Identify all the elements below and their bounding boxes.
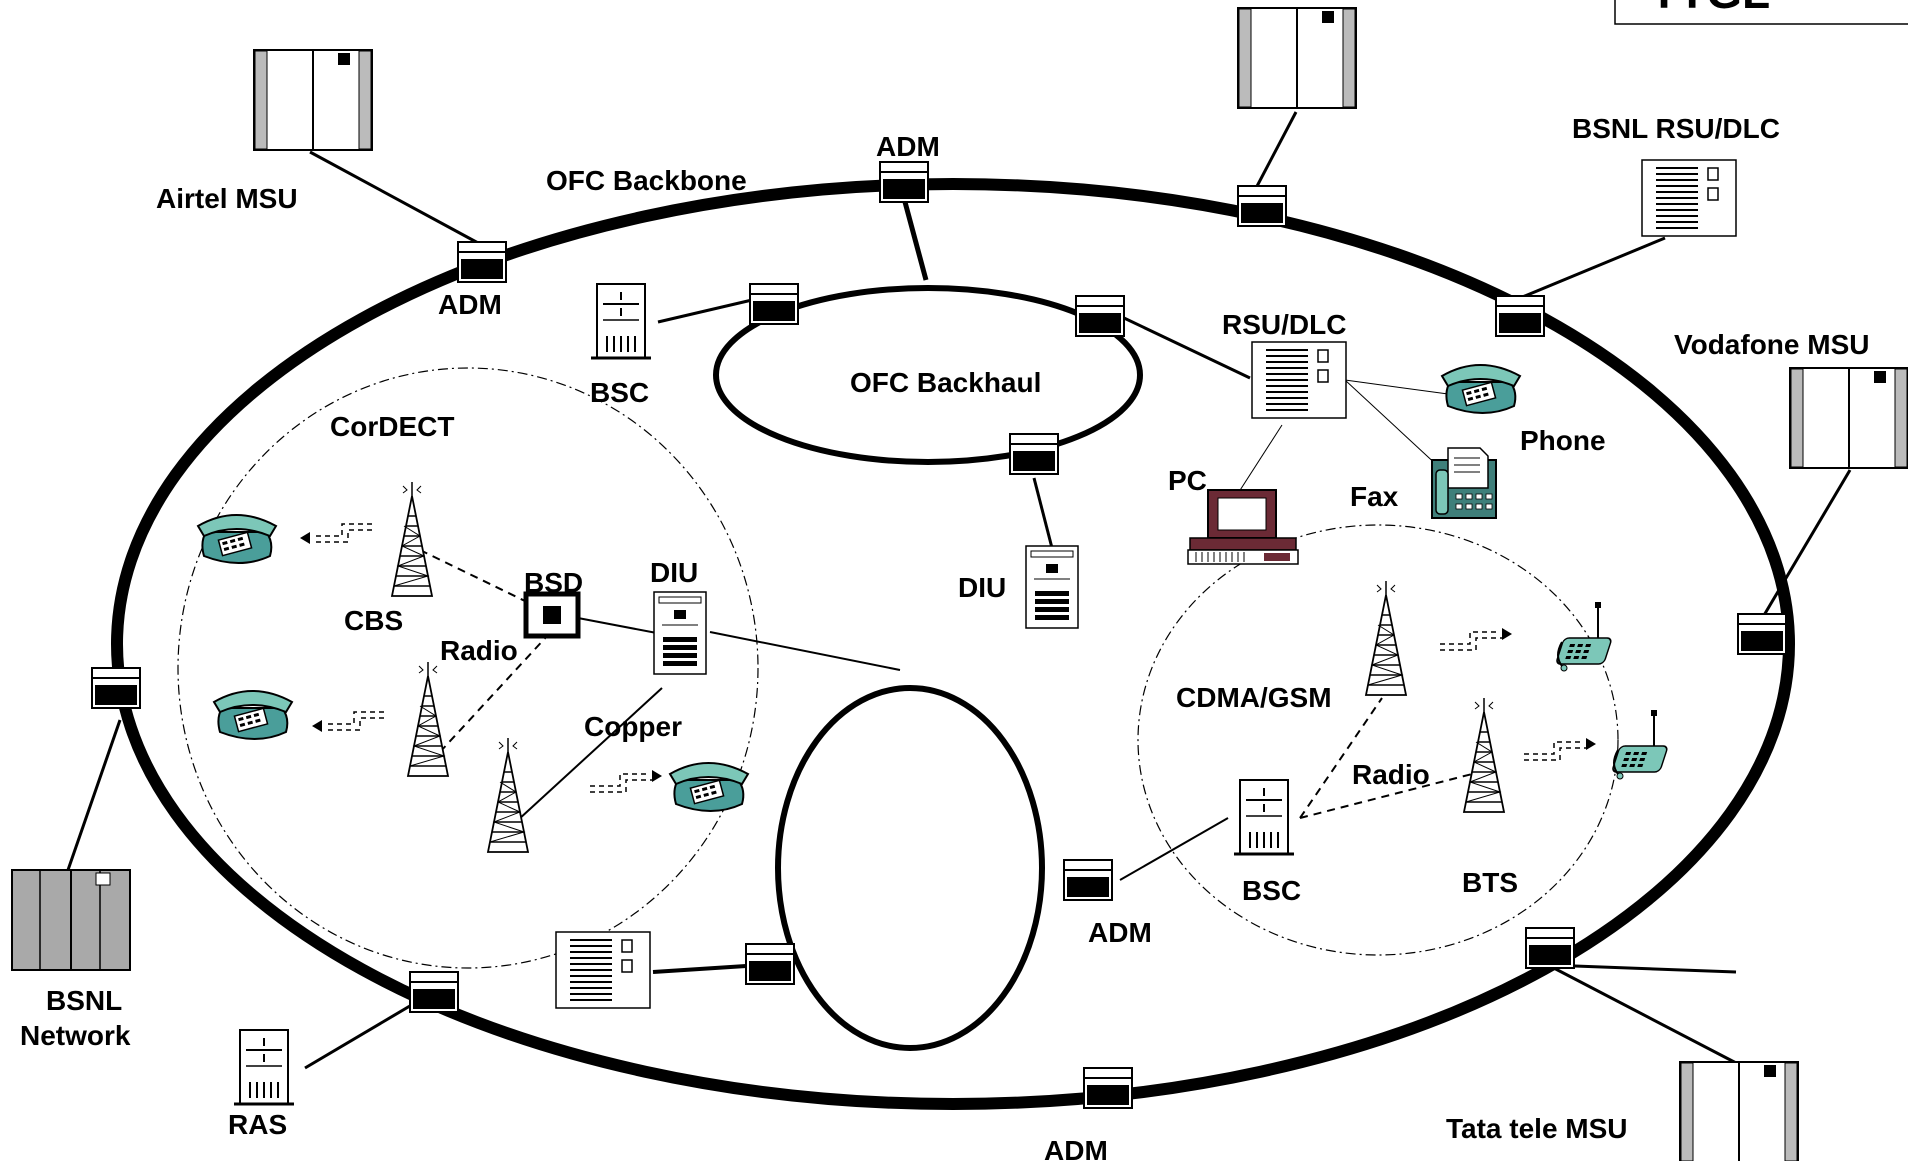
adm-backbone-right-bottom bbox=[1525, 927, 1575, 969]
cordect-phone-3 bbox=[669, 762, 749, 812]
bsnl-network-label-line1: BSNL bbox=[46, 985, 122, 1016]
ras-label: RAS bbox=[228, 1109, 287, 1140]
fax-label: Fax bbox=[1350, 481, 1399, 512]
adm-backhaul-left bbox=[749, 283, 799, 325]
cbs-tower-middle bbox=[407, 661, 449, 777]
fax-icon bbox=[1431, 447, 1497, 519]
bsc-cdma-gsm bbox=[1232, 778, 1296, 856]
rsu-phone bbox=[1441, 364, 1521, 414]
adm-inner-ring-left bbox=[745, 943, 795, 985]
adm-top-label: ADM bbox=[876, 131, 940, 162]
gsm-phone-2 bbox=[1610, 709, 1670, 780]
diu-cabinet-cordect bbox=[653, 591, 707, 675]
rsu-dlc-rack-bottom bbox=[555, 931, 651, 1009]
adm-bottom-label: ADM bbox=[1044, 1135, 1108, 1161]
pc-label: PC bbox=[1168, 465, 1207, 496]
labels: OFC Backbone OFC Backhaul CorDECT CDMA/G… bbox=[20, 113, 1869, 1161]
tata-tele-msu-label: Tata tele MSU bbox=[1446, 1113, 1628, 1144]
ofc-backhaul-label: OFC Backhaul bbox=[850, 367, 1041, 398]
inner-ring bbox=[775, 685, 1045, 1051]
svg-text:TTGL: TTGL bbox=[1650, 0, 1770, 18]
bsnl-rsu-dlc-rack bbox=[1641, 159, 1737, 237]
vodafone-msu-label: Vodafone MSU bbox=[1674, 329, 1869, 360]
bts-tower bbox=[1463, 697, 1505, 813]
cbs-tower-top bbox=[391, 481, 433, 597]
ras-unit bbox=[232, 1028, 296, 1106]
bsc-backhaul bbox=[589, 282, 653, 360]
copper-label: Copper bbox=[584, 711, 682, 742]
adm-backbone-left-top bbox=[457, 241, 507, 283]
wireless-arrow-3 bbox=[589, 769, 663, 793]
phone-label: Phone bbox=[1520, 425, 1606, 456]
vodafone-msu-cabinet bbox=[1789, 367, 1908, 469]
wireless-arrow-2 bbox=[311, 711, 385, 733]
adm-backbone-right-top bbox=[1495, 295, 1545, 337]
adm-backbone-bottom bbox=[1083, 1067, 1133, 1109]
ofc-backhaul-ring bbox=[713, 285, 1143, 465]
bsc-right-label: BSC bbox=[1242, 875, 1301, 906]
ofc-backbone-ring bbox=[111, 178, 1795, 1110]
bsnl-rsu-dlc-label: BSNL RSU/DLC bbox=[1572, 113, 1780, 144]
airtel-msu-label: Airtel MSU bbox=[156, 183, 298, 214]
rsu-dlc-rack bbox=[1251, 341, 1347, 419]
bsnl-network-label-line2: Network bbox=[20, 1020, 131, 1051]
msu-cabinet-top bbox=[1237, 7, 1357, 109]
pc-icon bbox=[1187, 489, 1299, 565]
wireless-arrow-4 bbox=[1439, 627, 1513, 651]
diu-center-label: DIU bbox=[958, 572, 1006, 603]
cordect-phone-1 bbox=[197, 514, 277, 564]
bsc-top-label: BSC bbox=[590, 377, 649, 408]
cordect-label: CorDECT bbox=[330, 411, 454, 442]
gsm-phone-1 bbox=[1554, 601, 1614, 672]
cordect-phone-2 bbox=[213, 690, 293, 740]
adm-left-label: ADM bbox=[438, 289, 502, 320]
cdma-gsm-cloud bbox=[1137, 524, 1619, 956]
cbs-tower-bottom bbox=[487, 737, 529, 853]
bsd-label: BSD bbox=[524, 567, 583, 598]
adm-inner-ring-right bbox=[1063, 859, 1113, 901]
wireless-arrow-1 bbox=[299, 523, 373, 545]
corner-logo: TTGL bbox=[1614, 0, 1908, 25]
radio-left-label: Radio bbox=[440, 635, 518, 666]
adm-backhaul-right bbox=[1075, 295, 1125, 337]
adm-backbone-right bbox=[1737, 613, 1787, 655]
adm-backbone-top-right bbox=[1237, 185, 1287, 227]
diu-cordect-label: DIU bbox=[650, 557, 698, 588]
radio-right-label: Radio bbox=[1352, 759, 1430, 790]
cbs-label: CBS bbox=[344, 605, 403, 636]
wireless-arrow-5 bbox=[1523, 737, 1597, 761]
diu-cabinet-center bbox=[1025, 545, 1079, 629]
rsu-dlc-label: RSU/DLC bbox=[1222, 309, 1346, 340]
adm-backbone-top bbox=[879, 161, 929, 203]
tata-tele-msu-cabinet bbox=[1679, 1061, 1799, 1161]
adm-inner-label: ADM bbox=[1088, 917, 1152, 948]
adm-backhaul-bottom bbox=[1009, 433, 1059, 475]
bsd-box bbox=[523, 591, 581, 639]
airtel-msu-cabinet bbox=[253, 49, 373, 151]
adm-backbone-left bbox=[91, 667, 141, 709]
ofc-backbone-label: OFC Backbone bbox=[546, 165, 747, 196]
adm-backbone-left-bottom bbox=[409, 971, 459, 1013]
cdma-gsm-label: CDMA/GSM bbox=[1176, 682, 1332, 713]
cdma-gsm-tower bbox=[1365, 580, 1407, 696]
bts-label: BTS bbox=[1462, 867, 1518, 898]
bsnl-network-cabinet bbox=[11, 869, 131, 971]
connections bbox=[66, 111, 1852, 1070]
cordect-cloud bbox=[177, 367, 759, 969]
